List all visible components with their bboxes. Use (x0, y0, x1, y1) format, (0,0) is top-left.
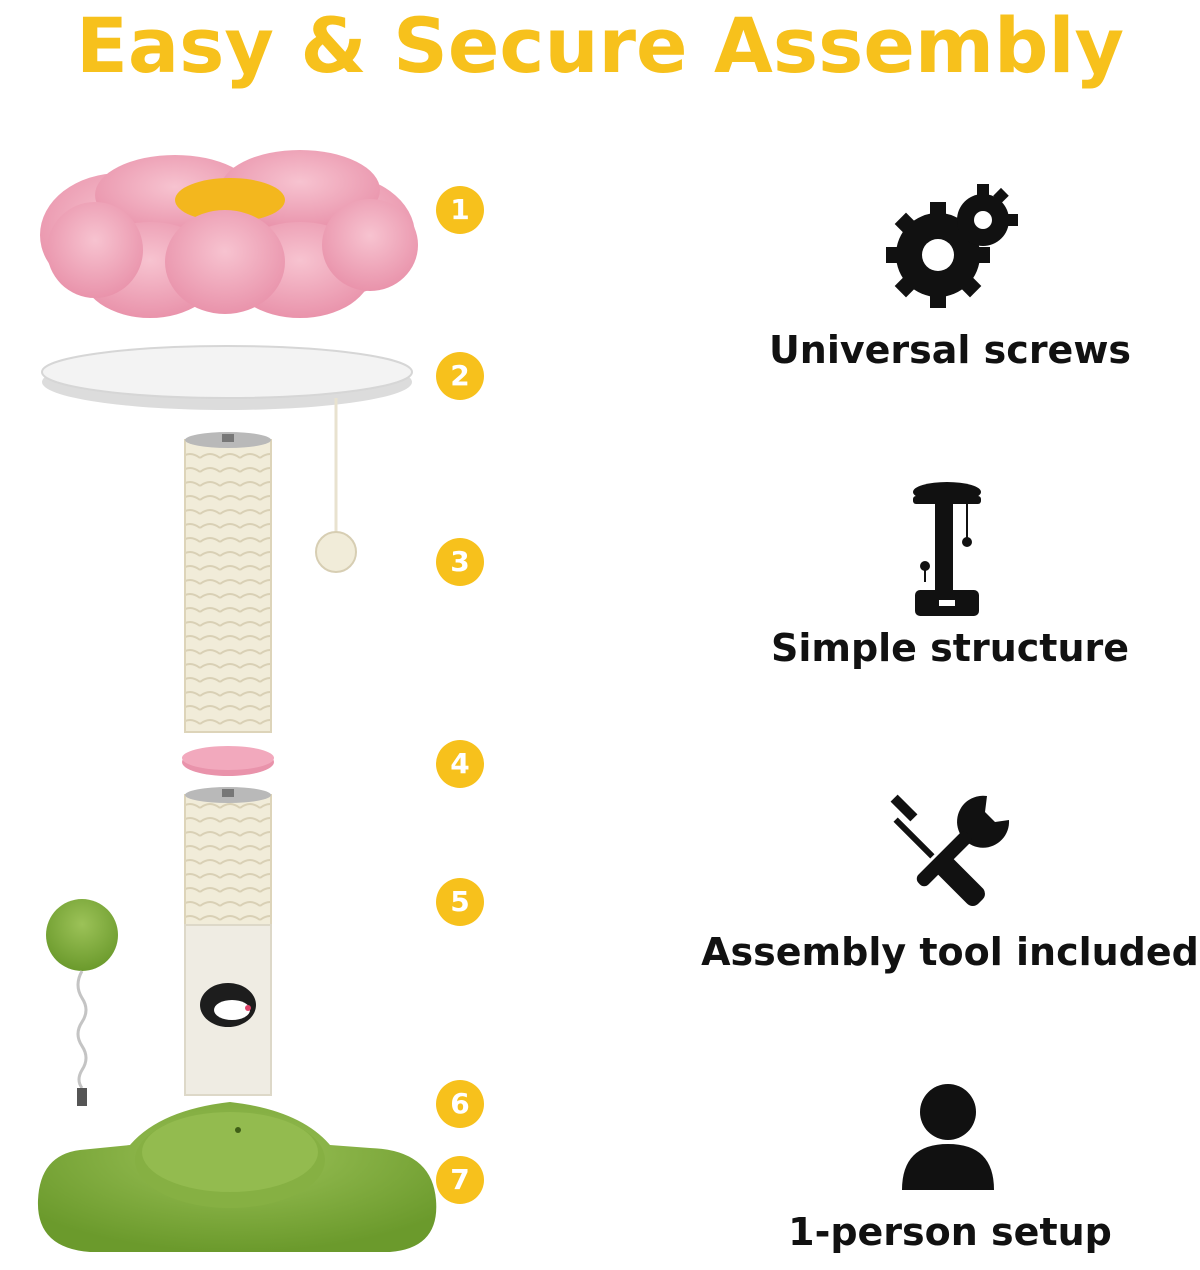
tools-icon (890, 794, 1010, 906)
page-title: Easy & Secure Assembly (75, 1, 1125, 90)
part-badge-2: 2 (436, 352, 484, 400)
cat-tree-illustration (37, 150, 437, 1252)
pink-connector-disc (182, 746, 274, 776)
part-badge-5: 5 (436, 878, 484, 926)
feature-label-assembly-tool-included: Assembly tool included (701, 930, 1199, 974)
feature-label-simple-structure: Simple structure (770, 626, 1130, 670)
part-badge-6: 6 (436, 1080, 484, 1128)
part-badge-4: 4 (436, 740, 484, 788)
part-badge-1: 1 (436, 186, 484, 234)
feature-label-1-person-setup: 1-person setup (788, 1210, 1112, 1254)
lower-sisal-post (184, 787, 272, 1096)
gears-icon (886, 184, 1018, 308)
flower-cushion (40, 150, 418, 318)
round-platform (41, 345, 413, 573)
person-icon (902, 1084, 994, 1190)
part-badge-7: 7 (436, 1156, 484, 1204)
green-base (37, 1102, 437, 1252)
upper-sisal-post (184, 432, 272, 733)
spring-ball-toy (46, 899, 118, 1106)
part-badge-3: 3 (436, 538, 484, 586)
cat-tree-icon (913, 482, 981, 616)
feature-label-universal-screws: Universal screws (768, 328, 1132, 372)
